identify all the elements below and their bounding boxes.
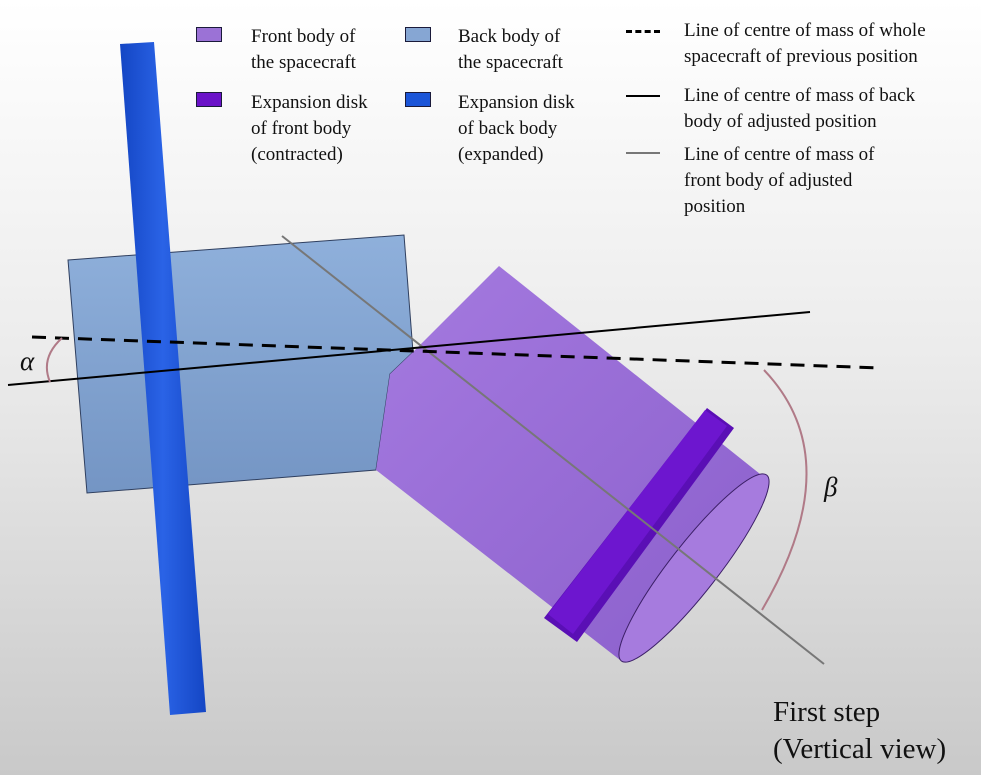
- legend-line-dashed: [626, 30, 660, 33]
- legend-swatch-front-body: [196, 27, 222, 42]
- legend-line-solid-grey: [626, 152, 660, 154]
- legend-label-back-body: Back body of the spacecraft: [458, 26, 563, 73]
- legend-label-back-disk: Expansion disk of back body (expanded): [458, 92, 575, 165]
- beta-label: β: [824, 472, 838, 502]
- legend-label-front-com-line: Line of centre of mass of front body of …: [684, 144, 875, 217]
- front-expansion-disk: [548, 410, 727, 634]
- legend-swatch-back-disk: [405, 92, 431, 107]
- legend-label-whole-com-line: Line of centre of mass of whole spacecra…: [684, 20, 926, 67]
- whole-spacecraft-com-line: [31, 335, 881, 370]
- legend-line-solid-black: [626, 95, 660, 97]
- diagram-caption: First step (Vertical view): [773, 696, 947, 765]
- beta-arc: [761, 369, 808, 611]
- legend-label-front-disk: Expansion disk of front body (contracted…: [251, 92, 368, 165]
- legend-swatch-front-disk: [196, 92, 222, 107]
- front-body-com-line: [281, 235, 825, 665]
- alpha-arc: [46, 337, 63, 383]
- legend-swatch-back-body: [405, 27, 431, 42]
- alpha-label: α: [20, 346, 35, 376]
- front-body-end-face: [618, 473, 770, 663]
- back-body-com-line: [7, 311, 811, 386]
- legend-label-front-body: Front body of the spacecraft: [251, 26, 356, 73]
- legend-label-back-com-line: Line of centre of mass of back body of a…: [684, 85, 916, 132]
- back-expansion-disk: [120, 42, 206, 715]
